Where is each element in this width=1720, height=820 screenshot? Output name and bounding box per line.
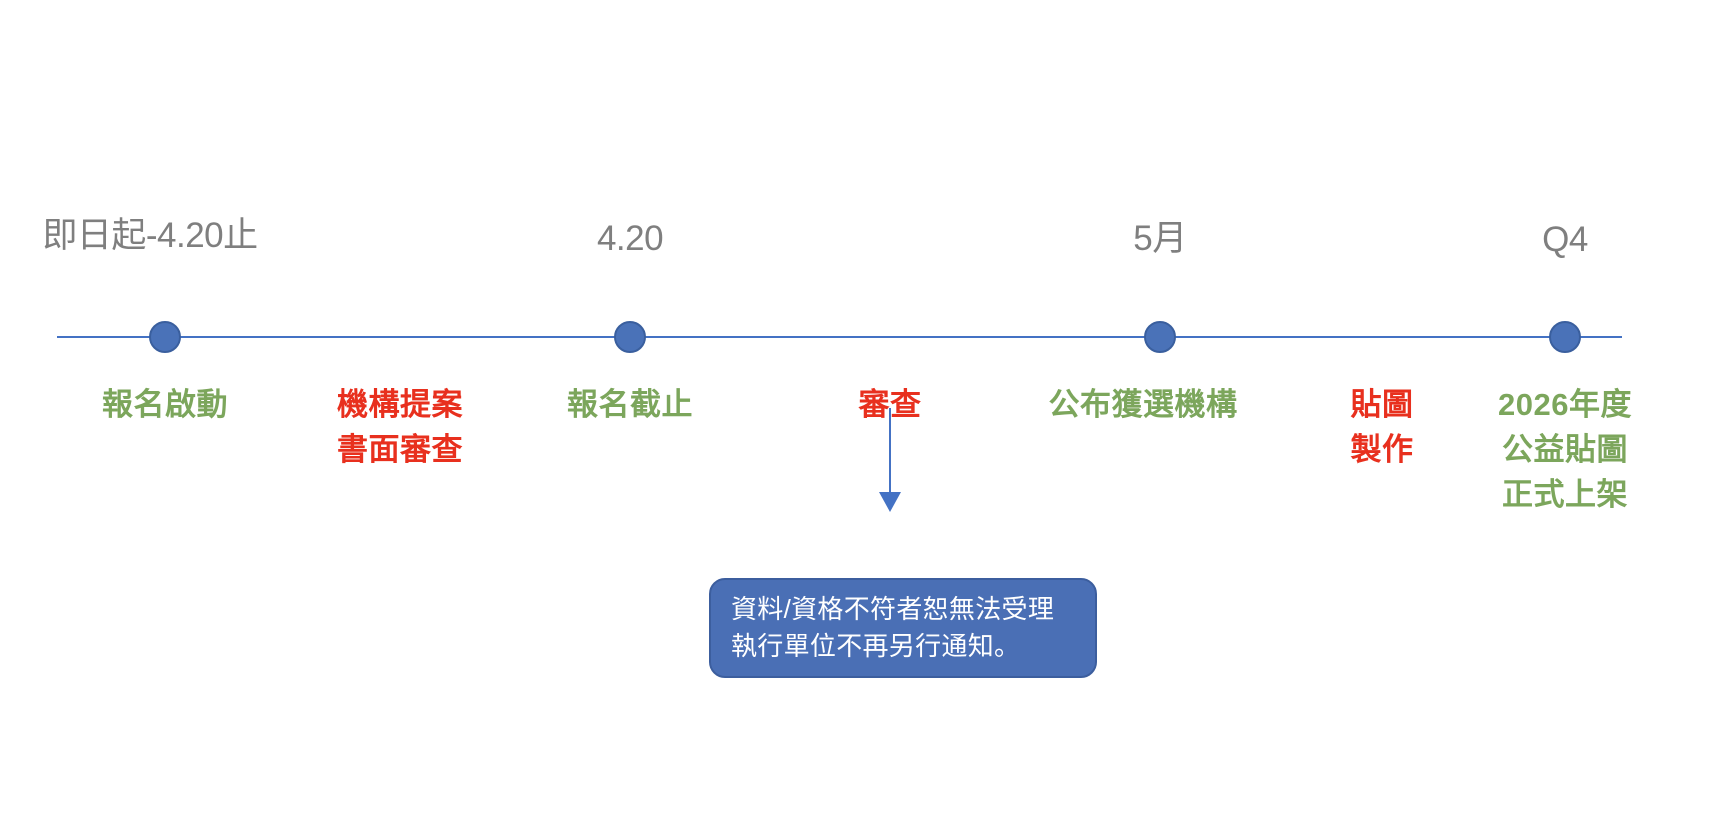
milestone-line: 公益貼圖: [1502, 431, 1628, 467]
milestone-line: 機構提案: [337, 387, 463, 422]
date-label-2: 4.20: [596, 219, 664, 258]
milestone-registration-open: 報名啟動: [102, 383, 228, 428]
milestone-sticker-production: 貼圖 製作: [1351, 383, 1414, 473]
milestone-line: 貼圖: [1350, 387, 1414, 422]
milestone-registration-close: 報名截止: [567, 383, 693, 428]
date-label-4: Q4: [1542, 220, 1588, 259]
milestone-line: 報名截止: [567, 387, 693, 422]
callout-line: 資料/資格不符者恕無法受理: [731, 594, 1055, 624]
timeline-node-dot-3: [1144, 321, 1176, 353]
milestone-line: 製作: [1350, 431, 1414, 467]
milestone-line: 2026年度: [1498, 387, 1632, 422]
milestone-line: 公布獲選機構: [1048, 387, 1238, 422]
arrow-down-icon: [879, 492, 901, 512]
milestone-sticker-launch: 2026年度 公益貼圖 正式上架: [1498, 383, 1632, 518]
callout-note: 資料/資格不符者恕無法受理 執行單位不再另行通知。: [709, 578, 1097, 678]
timeline-node-dot-4: [1549, 321, 1581, 353]
milestone-line: 正式上架: [1502, 476, 1628, 512]
timeline-axis: [57, 336, 1622, 338]
milestone-line: 報名啟動: [102, 387, 228, 422]
callout-line: 執行單位不再另行通知。: [731, 630, 1021, 661]
timeline-node-dot-1: [149, 321, 181, 353]
milestone-proposal-review: 機構提案 書面審查: [337, 383, 463, 473]
milestone-line: 書面審查: [337, 431, 463, 467]
timeline-node-dot-2: [614, 321, 646, 353]
date-label-1: 即日起-4.20止: [42, 216, 258, 255]
milestone-announce-winners: 公布獲選機構: [1049, 383, 1238, 428]
callout-connector-line: [889, 408, 891, 496]
date-label-3: 5月: [1133, 219, 1187, 258]
